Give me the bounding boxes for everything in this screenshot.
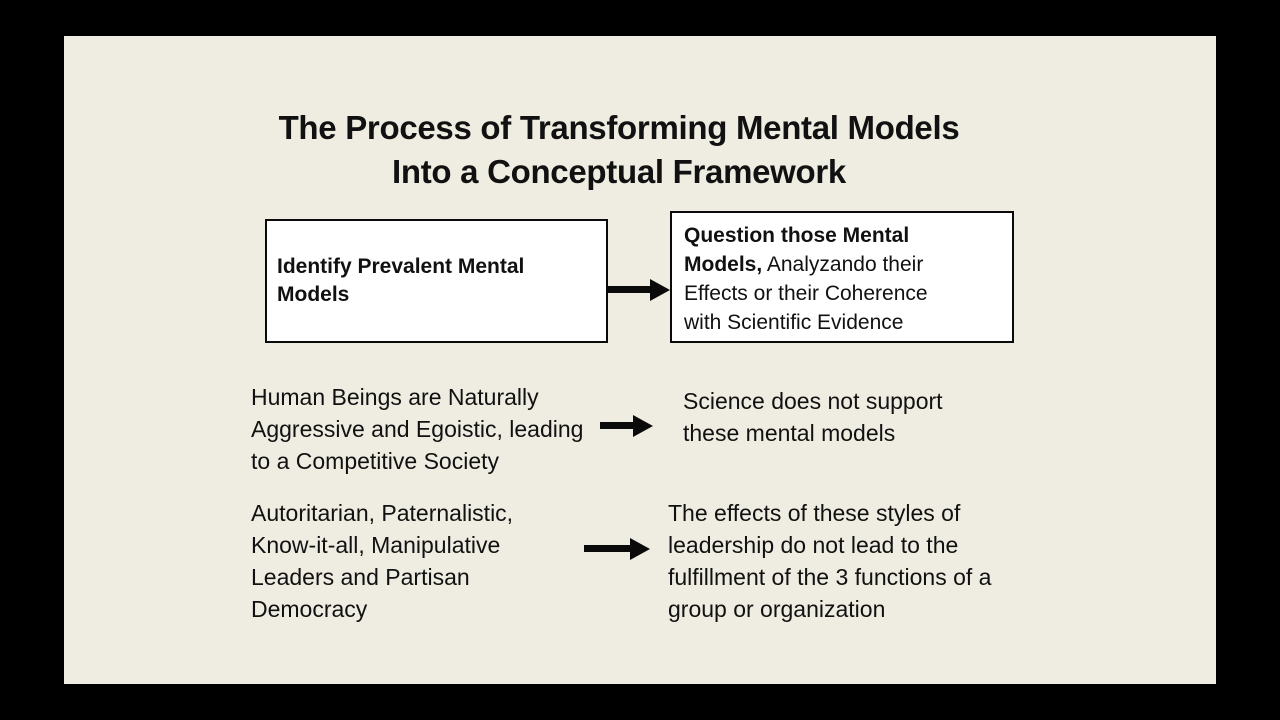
text-line: to a Competitive Society xyxy=(251,448,500,474)
title-line-1: The Process of Transforming Mental Model… xyxy=(278,109,960,146)
text-line: these mental models xyxy=(683,420,896,446)
title-line-2: Into a Conceptual Framework xyxy=(392,153,846,190)
box2-line-1: Question those Mental xyxy=(684,224,910,247)
box-identify-mental-models: Identify Prevalent Mental Models xyxy=(265,219,608,343)
text-line: fulfillment of the 3 functions of a xyxy=(668,564,992,590)
text-human-beings-aggressive: Human Beings are Naturally Aggressive an… xyxy=(251,381,601,477)
arrow-row2-icon xyxy=(600,422,633,429)
text-line: The effects of these styles of xyxy=(668,500,961,526)
text-line: Know-it-all, Manipulative xyxy=(251,532,501,558)
text-authoritarian-leaders: Autoritarian, Paternalistic, Know-it-all… xyxy=(251,497,556,625)
box1-line-2: Models xyxy=(277,283,350,306)
box2-line-2: Models, Analyzando their xyxy=(684,253,924,276)
text-science-does-not-support: Science does not support these mental mo… xyxy=(683,385,983,449)
arrow-box1-to-box2-icon xyxy=(608,286,650,293)
text-effects-of-leadership: The effects of these styles of leadershi… xyxy=(668,497,1038,625)
text-line: leadership do not lead to the xyxy=(668,532,959,558)
text-line: group or organization xyxy=(668,596,886,622)
text-line: Leaders and Partisan xyxy=(251,564,470,590)
text-line: Autoritarian, Paternalistic, xyxy=(251,500,514,526)
box2-line-4: with Scientific Evidence xyxy=(684,311,904,334)
text-line: Democracy xyxy=(251,596,368,622)
arrow-row3-icon xyxy=(584,545,630,552)
slide: The Process of Transforming Mental Model… xyxy=(64,36,1216,684)
slide-title: The Process of Transforming Mental Model… xyxy=(64,106,1174,194)
box2-line-3: Effects or their Coherence xyxy=(684,282,928,305)
text-line: Human Beings are Naturally xyxy=(251,384,539,410)
box-question-mental-models: Question those Mental Models, Analyzando… xyxy=(670,211,1014,343)
box1-line-1: Identify Prevalent Mental xyxy=(277,255,525,278)
text-line: Aggressive and Egoistic, leading xyxy=(251,416,584,442)
text-line: Science does not support xyxy=(683,388,943,414)
